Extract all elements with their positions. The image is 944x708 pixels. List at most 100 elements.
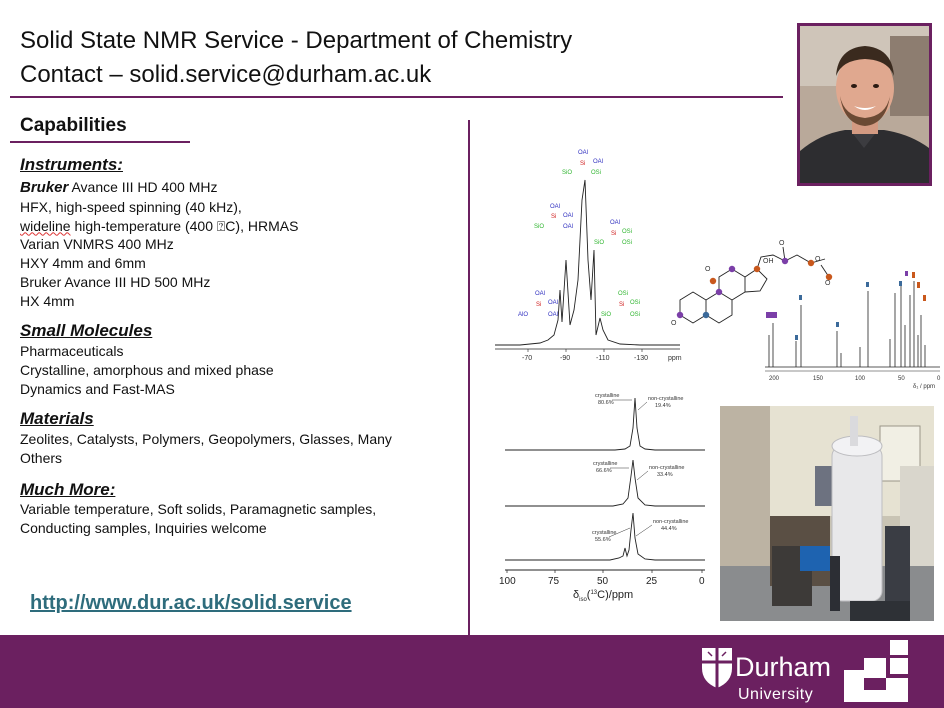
cryst-tick: 0 <box>699 576 705 587</box>
si-tick: -70 <box>522 355 532 362</box>
svg-text:Si: Si <box>536 302 541 308</box>
atom-marker <box>702 311 710 319</box>
steroid-tick: 100 <box>855 376 866 382</box>
durham-crest-icon <box>702 648 732 688</box>
small-molecules-heading: Small Molecules <box>20 321 153 340</box>
steroid-tick: 50 <box>898 376 905 382</box>
capabilities-heading: Capabilities <box>20 115 127 136</box>
svg-text:OSi: OSi <box>622 240 632 246</box>
spellcheck-word: wideline <box>20 217 71 234</box>
atom-marker <box>676 311 684 319</box>
list-item: Zeolites, Catalysts, Polymers, Geopolyme… <box>20 431 392 447</box>
cryst-tick: 25 <box>646 576 658 587</box>
svg-text:OSi: OSi <box>618 291 628 297</box>
crystallinity-spectrum-trace <box>505 397 705 561</box>
cryst-label: non-crystalline <box>649 465 684 471</box>
svg-text:Si: Si <box>551 214 556 220</box>
steroid-spectrum-trace <box>765 281 940 368</box>
instrument-line: wideline high-temperature (400 ⍰C), HRMA… <box>20 217 298 236</box>
si-spectrum-trace <box>495 179 680 346</box>
svg-text:OAl: OAl <box>550 204 560 210</box>
instrument-detail: high-temperature (400 ⍰C), HRMAS <box>70 217 299 234</box>
atom-label: O <box>705 266 711 273</box>
materials-heading: Materials <box>20 409 94 428</box>
svg-text:AlO: AlO <box>518 312 528 318</box>
atom-label: O <box>671 320 677 327</box>
list-item: Crystalline, amorphous and mixed phase <box>20 361 274 378</box>
header-divider <box>10 96 783 98</box>
steroid-structure <box>679 246 830 324</box>
cryst-label: crystalline <box>595 393 619 399</box>
svg-text:Si: Si <box>619 302 624 308</box>
cryst-label: 19.4% <box>655 403 671 409</box>
cryst-label: 66.6% <box>596 468 612 474</box>
svg-text:OAl: OAl <box>548 312 558 318</box>
durham-logo-sub: University <box>738 686 814 703</box>
si-structure: OAl OSi Si SiO OSi <box>594 220 632 246</box>
svg-text:OAl: OAl <box>563 224 573 230</box>
svg-text:OAl: OAl <box>535 291 545 297</box>
cryst-label: crystalline <box>592 530 616 536</box>
cryst-tick: 50 <box>597 576 609 587</box>
materials-list: Zeolites, Catalysts, Polymers, Geopolyme… <box>20 430 392 468</box>
svg-text:OSi: OSi <box>630 312 640 318</box>
instrument-line: Varian VNMRS 400 MHz <box>20 236 174 253</box>
staff-photo <box>797 23 932 186</box>
si-nmr-figure: -70 -90 -110 -130 ppm OAl OAl Si SiO OSi… <box>495 150 682 362</box>
atom-marker <box>709 277 717 285</box>
contact-line: Contact – solid.service@durham.ac.uk <box>20 61 432 88</box>
svg-text:SiO: SiO <box>601 312 611 318</box>
atom-marker <box>715 288 723 296</box>
footer-band <box>0 635 944 708</box>
crystallinity-figure: 100 75 50 25 0 δiso(13C)/ppm crystalline… <box>499 393 705 603</box>
svg-text:OAl: OAl <box>610 220 620 226</box>
instruments-heading: Instruments: <box>20 155 123 174</box>
svg-text:Si: Si <box>611 231 616 237</box>
list-item: Dynamics and Fast-MAS <box>20 380 175 397</box>
service-website-link[interactable]: http://www.dur.ac.uk/solid.service <box>30 592 352 614</box>
cryst-label: 33.4% <box>657 472 673 478</box>
atom-label: O <box>825 280 831 287</box>
steroid-tick: 0 <box>937 376 941 382</box>
si-tick: -110 <box>596 355 610 362</box>
much-more-list: Variable temperature, Soft solids, Param… <box>20 500 376 538</box>
list-item: Conducting samples, Inquiries welcome <box>20 519 267 536</box>
cryst-label: non-crystalline <box>648 396 683 402</box>
durham-mark-icon <box>844 640 908 702</box>
cryst-label: non-crystalline <box>653 519 688 525</box>
cryst-label: 80.6% <box>598 400 614 406</box>
much-more-heading: Much More: <box>20 480 116 499</box>
list-item: Variable temperature, Soft solids, Param… <box>20 501 377 517</box>
atom-marker <box>807 259 815 267</box>
svg-text:SiO: SiO <box>534 224 544 230</box>
atom-label: OH <box>763 258 774 265</box>
atom-marker <box>753 265 761 273</box>
cryst-tick: 75 <box>548 576 560 587</box>
si-tick: -90 <box>560 355 570 362</box>
atom-marker <box>781 257 789 265</box>
cryst-label: crystalline <box>593 461 617 467</box>
si-structure: OAl OAl Si AlO OAl <box>518 291 558 318</box>
svg-text:OAl: OAl <box>578 150 588 156</box>
atom-marker <box>825 273 833 281</box>
brand-name: Bruker <box>20 179 69 196</box>
capabilities-underline <box>10 141 190 143</box>
si-structure: OAl OAl Si SiO OSi <box>562 150 603 176</box>
list-item: Others <box>20 449 63 466</box>
durham-logo-name: Durham <box>735 652 832 682</box>
instrument-line: Bruker Avance III HD 500 MHz <box>20 273 211 290</box>
steroid-unit: δ₁ / ppm <box>913 384 935 390</box>
cryst-xlabel: δiso(13C)/ppm <box>573 589 633 603</box>
cryst-label: 44.4% <box>661 526 677 532</box>
svg-text:OAl: OAl <box>593 159 603 165</box>
cryst-tick: 100 <box>499 576 516 587</box>
svg-text:OAl: OAl <box>563 213 573 219</box>
atom-label: O <box>779 240 785 247</box>
svg-text:OSi: OSi <box>622 229 632 235</box>
column-divider <box>468 120 470 635</box>
atom-marker <box>728 265 736 273</box>
steroid-nmr-figure: O OH O O O O 200 150 100 50 0 δ₁ / ppm <box>671 240 941 390</box>
si-tick: -130 <box>634 355 648 362</box>
svg-text:Si: Si <box>580 161 585 167</box>
svg-text:SiO: SiO <box>562 170 572 176</box>
